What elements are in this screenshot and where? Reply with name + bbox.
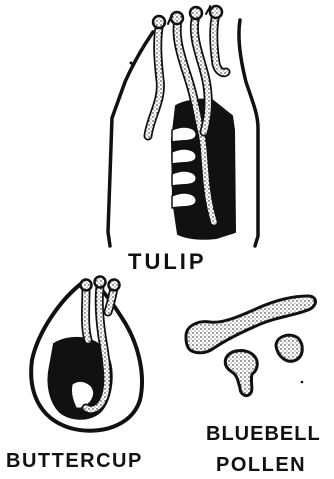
- pollen-grain-round: [276, 335, 302, 361]
- buttercup-carpel-drawing: [31, 277, 142, 431]
- tulip-pistil-drawing: [108, 6, 258, 246]
- tulip-speck: [130, 62, 133, 65]
- bluebell-pollen-drawing: [186, 296, 316, 396]
- pollen-grain-tube-short: [225, 351, 257, 396]
- buttercup-label: BUTTERCUP: [6, 451, 143, 471]
- pollen-speck: [301, 381, 304, 384]
- buttercup-stigmas: [81, 277, 120, 291]
- pollen-label: POLLEN: [216, 455, 306, 475]
- tulip-label: TULIP: [128, 251, 207, 273]
- bluebell-label: BLUEBELL: [206, 424, 321, 444]
